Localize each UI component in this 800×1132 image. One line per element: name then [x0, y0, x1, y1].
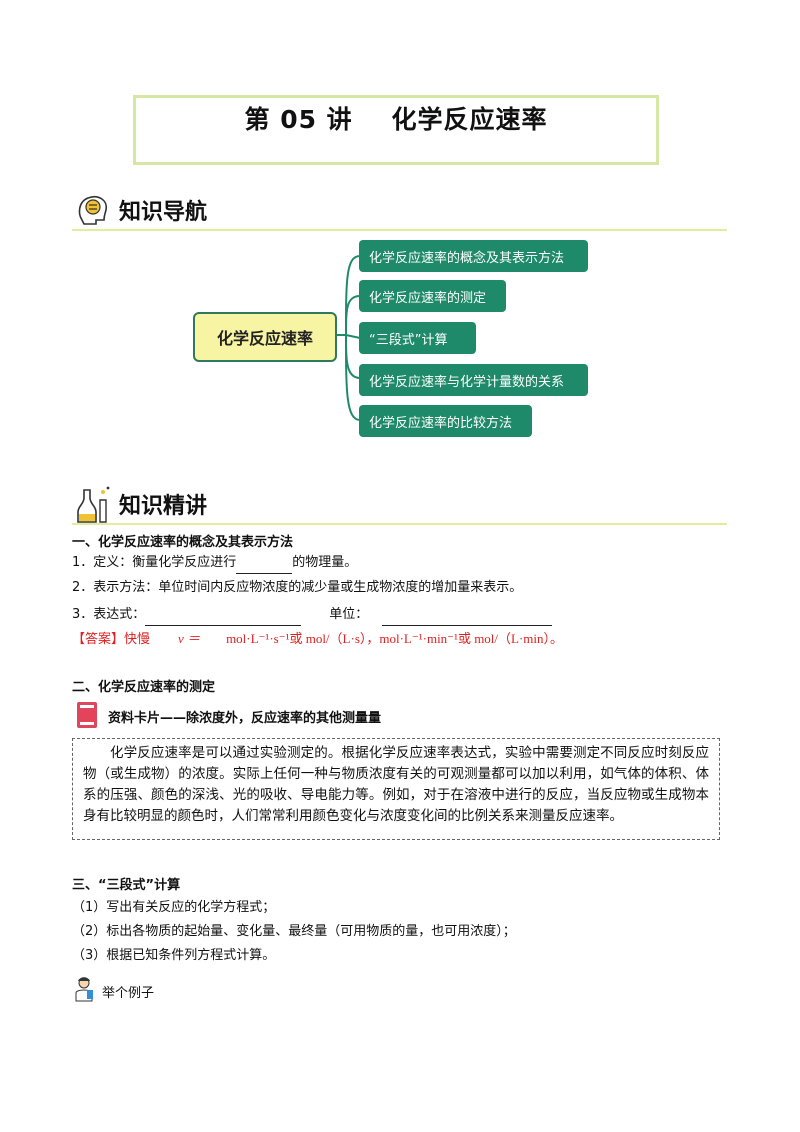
- list-item: （3）根据已知条件列方程式计算。: [72, 948, 276, 963]
- scientist-icon: [72, 976, 96, 1006]
- definition-text: 1．定义：衡量化学反应进行: [72, 555, 237, 570]
- divider: [72, 523, 727, 525]
- definition-line: 1．定义：衡量化学反应进行 的物理量。: [72, 551, 357, 574]
- section-title: 二、化学反应速率的测定: [72, 680, 216, 695]
- answer-value: 快慢: [124, 632, 151, 647]
- mindmap-branch: 化学反应速率的概念及其表示方法: [359, 240, 588, 272]
- page-title: 第 05 讲 化学反应速率: [244, 105, 548, 134]
- mindmap-branch: 化学反应速率与化学计量数的关系: [359, 364, 588, 396]
- info-card: 化学反应速率是可以通过实验测定的。根据化学反应速率表达式，实验中需要测定不同反应…: [72, 738, 720, 840]
- section-heading-lecture: 知识精讲: [119, 494, 208, 519]
- flask-icon: [72, 484, 112, 528]
- title-frame: [133, 95, 659, 165]
- mindmap-branch: “三段式”计算: [359, 322, 476, 354]
- answer-line: 【答案】快慢 v ＝ mol·L⁻¹·s⁻¹或 mol/（L·s），mol·L⁻¹·…: [72, 628, 563, 647]
- answer-formula: v ＝: [178, 631, 201, 646]
- brain-icon: [74, 190, 112, 232]
- answer-tag: 【答案】: [72, 632, 125, 647]
- mindmap-connectors: [333, 255, 361, 421]
- mindmap-branch: 化学反应速率的比较方法: [359, 405, 532, 437]
- info-card-title: 资料卡片——除浓度外，反应速率的其他测量量: [108, 711, 382, 726]
- unit-label: 单位：: [329, 607, 369, 622]
- representation-line: 2．表示方法：单位时间内反应物浓度的减少量或生成物浓度的增加量来表示。: [72, 580, 523, 595]
- section-title: 一、化学反应速率的概念及其表示方法: [72, 535, 294, 550]
- definition-text-end: 的物理量。: [292, 555, 358, 570]
- fill-blank: [382, 603, 553, 626]
- expression-line: 3．表达式： 单位：: [72, 603, 553, 626]
- section-title: 三、“三段式”计算: [72, 878, 181, 893]
- fill-blank: [145, 603, 302, 626]
- divider: [72, 229, 727, 231]
- fill-blank: [236, 551, 293, 574]
- info-card-text: 化学反应速率是可以通过实验测定的。根据化学反应速率表达式，实验中需要测定不同反应…: [83, 745, 709, 824]
- list-item: （1）写出有关反应的化学方程式；: [72, 900, 276, 915]
- answer-units: mol·L⁻¹·s⁻¹或 mol/（L·s），mol·L⁻¹·min⁻¹或 mo…: [226, 631, 564, 646]
- expression-label: 3．表达式：: [72, 607, 146, 622]
- example-label: 举个例子: [102, 986, 155, 1001]
- mindmap-center-node: 化学反应速率: [193, 312, 337, 362]
- list-item: （2）标出各物质的起始量、变化量、最终量（可用物质的量，也可用浓度）；: [72, 924, 516, 939]
- book-icon: [76, 701, 98, 733]
- mindmap-branch: 化学反应速率的测定: [359, 280, 506, 312]
- section-heading-nav: 知识导航: [119, 200, 208, 225]
